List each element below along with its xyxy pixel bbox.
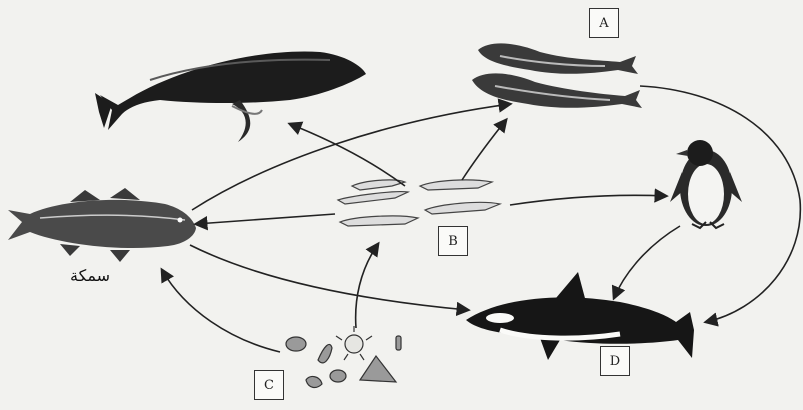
label-box-B: B bbox=[438, 226, 468, 256]
label-C: C bbox=[264, 378, 274, 393]
label-D: D bbox=[610, 354, 620, 369]
humpback-whale bbox=[95, 51, 366, 142]
krill-B bbox=[338, 180, 500, 226]
orca-D bbox=[466, 272, 694, 360]
penguin bbox=[670, 140, 742, 228]
plankton-C bbox=[286, 326, 401, 387]
cod-fish bbox=[8, 188, 196, 262]
fish-label: سمكة bbox=[70, 266, 110, 285]
label-box-C: C bbox=[254, 370, 284, 400]
label-A: A bbox=[599, 16, 608, 31]
label-B: B bbox=[448, 234, 458, 249]
label-box-A: A bbox=[589, 8, 619, 38]
seals-A bbox=[472, 43, 642, 108]
label-box-D: D bbox=[600, 346, 630, 376]
